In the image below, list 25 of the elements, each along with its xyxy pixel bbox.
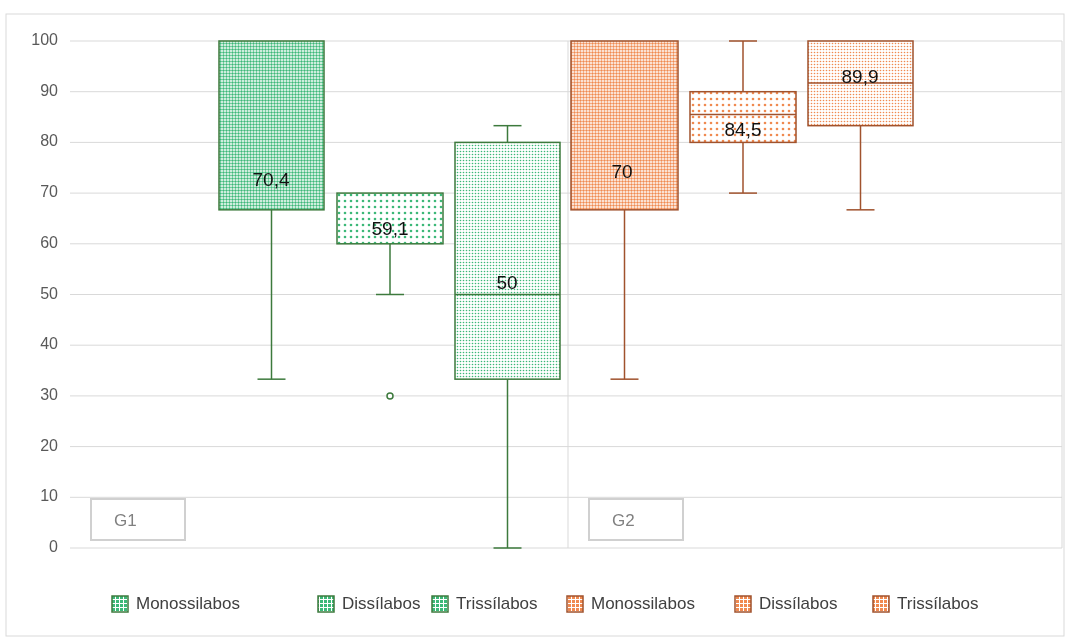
axis-tick-label: 60 <box>39 233 58 252</box>
axis-tick-label: 20 <box>39 436 58 455</box>
legend-label: Trissílabos <box>456 594 538 614</box>
value-label: 50 <box>496 272 518 294</box>
axis-tick-label: 50 <box>39 284 58 303</box>
legend-label: Dissílabos <box>759 594 838 614</box>
axis-tick-label: 30 <box>39 385 58 404</box>
axis-tick-label: 100 <box>30 31 58 49</box>
axis-tick-label: 90 <box>39 81 58 100</box>
legend-label: Dissílabos <box>342 594 421 614</box>
value-label: 59,1 <box>371 218 409 240</box>
legend-label: Monossilabos <box>136 594 240 614</box>
axis-tick-label: 0 <box>48 538 58 556</box>
legend-label: Trissílabos <box>897 594 979 614</box>
axis-tick-label: 70 <box>39 183 58 202</box>
group-label: G2 <box>588 498 684 541</box>
value-label: 84,5 <box>724 119 762 141</box>
value-label: 70,4 <box>252 169 290 191</box>
group-label: G1 <box>90 498 186 541</box>
legend-label: Monossilabos <box>591 594 695 614</box>
axis-tick-label: 10 <box>39 487 58 506</box>
axis-tick-label: 80 <box>39 132 58 151</box>
axis-tick-label: 40 <box>39 335 58 354</box>
value-label: 70 <box>611 161 633 183</box>
value-label: 89,9 <box>841 66 879 88</box>
